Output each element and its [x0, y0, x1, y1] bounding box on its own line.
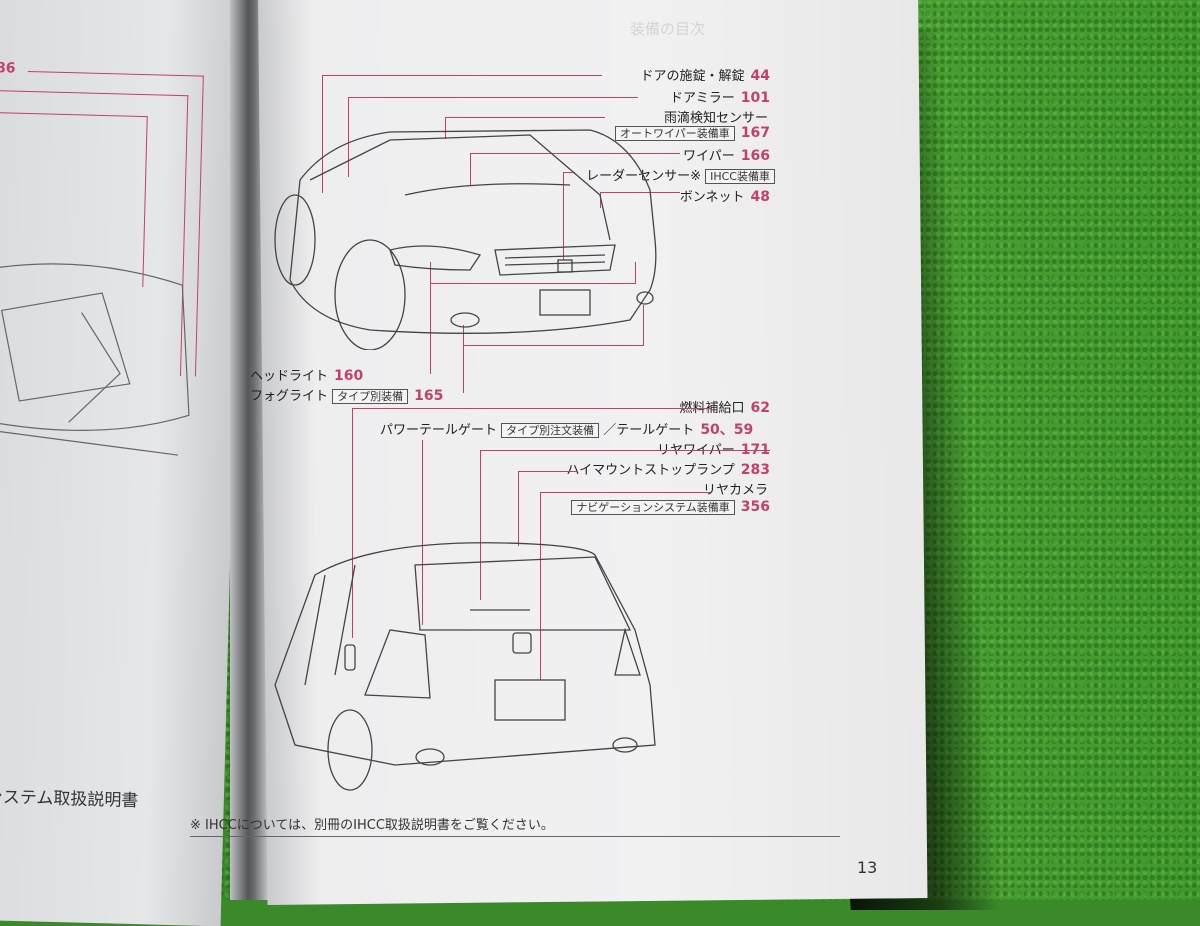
badge-type-equipment: タイプ別装備 — [332, 389, 409, 404]
leader-line — [348, 97, 349, 177]
front-car-illustration — [274, 129, 657, 350]
leader-line — [430, 283, 635, 284]
leader-line — [470, 153, 680, 154]
leader-line — [422, 440, 423, 625]
leader-line — [540, 492, 541, 680]
footer-rule — [190, 836, 840, 837]
leader-line — [322, 75, 323, 193]
page-number: 13 — [857, 858, 878, 877]
faint-header: 装備の目次 — [630, 20, 706, 38]
leader-line — [563, 172, 564, 260]
leader-line — [348, 97, 638, 98]
leader-line — [540, 492, 710, 493]
leader-line — [445, 117, 605, 118]
leader-line — [352, 408, 353, 638]
badge-type-order-equipment: タイプ別注文装備 — [501, 423, 600, 438]
badge-auto-wiper: オートワイパー装備車 — [614, 126, 735, 141]
left-page: 86 ンシステム取扱説明書 — [0, 0, 245, 926]
leader-line — [352, 408, 712, 409]
leader-line — [635, 262, 636, 284]
leader-line — [322, 75, 602, 76]
leader-line — [445, 117, 446, 139]
leader-line — [463, 325, 464, 393]
leader-line — [470, 153, 471, 185]
callout-rain-sensor: 雨滴検知センサー — [663, 111, 768, 126]
badge-ihcc: IHCC装備車 — [705, 169, 775, 184]
rear-car-illustration — [274, 542, 656, 791]
interior-illustration — [0, 263, 190, 456]
leader-line — [463, 345, 643, 346]
badge-navigation-equipped: ナビゲーションシステム装備車 — [571, 500, 735, 515]
leader-line — [480, 450, 481, 600]
callout-rear-camera: リヤカメラ — [702, 483, 768, 498]
leader-line — [600, 192, 680, 193]
left-page-ref-number: 86 — [0, 60, 16, 77]
left-page-footer-text: ンシステム取扱説明書 — [0, 786, 139, 812]
footnote: ※ IHCCについては、別冊のIHCC取扱説明書をご覧ください。 — [190, 818, 554, 833]
leader-line — [563, 172, 575, 173]
leader-line — [643, 305, 644, 346]
leader-line — [518, 471, 578, 472]
leader-line — [480, 450, 770, 451]
leader-line — [518, 471, 519, 546]
leader-line — [430, 262, 431, 374]
